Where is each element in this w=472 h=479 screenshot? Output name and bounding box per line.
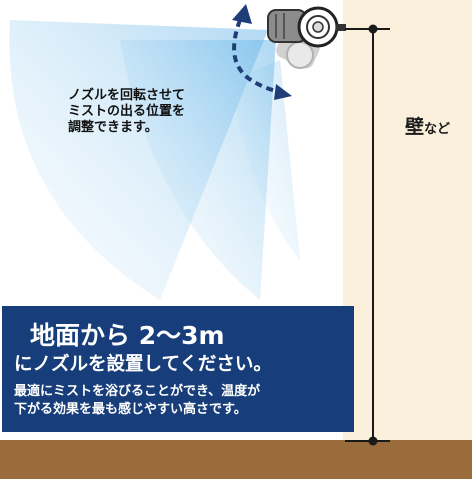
rotate-arrow-icon — [232, 19, 281, 94]
mist-spray-3 — [230, 60, 300, 260]
wall-label-main: 壁 — [405, 116, 425, 138]
panel-subheading: にノズルを設置してください。 — [14, 354, 272, 375]
panel-body-line-2: 下がる効果を最も感じやすい高さです。 — [14, 402, 247, 417]
note-line-2: ミストの出る位置を — [68, 104, 186, 119]
mist-nozzle-icon — [267, 6, 346, 48]
note-line-3: 調整できます。 — [68, 120, 158, 135]
wall-area — [343, 0, 472, 440]
arrow-head-bottom — [274, 84, 292, 100]
panel-body-line-1: 最適にミストを浴びることができ、温度が — [14, 384, 261, 399]
panel-heading: 地面から 2～3m — [30, 321, 225, 350]
wall-label: 壁など — [405, 112, 450, 139]
info-panel: 地面から 2～3m にノズルを設置してください。 最適にミストを浴びることができ… — [2, 306, 354, 432]
arrow-head-top — [232, 4, 252, 24]
ground — [0, 440, 472, 479]
height-marker-top — [368, 24, 378, 34]
rotation-note: ノズルを回転させて ミストの出る位置を 調整できます。 — [68, 88, 258, 136]
height-marker-bottom — [368, 436, 378, 446]
wall-label-suffix: など — [424, 122, 451, 137]
note-line-1: ノズルを回転させて — [68, 88, 186, 103]
